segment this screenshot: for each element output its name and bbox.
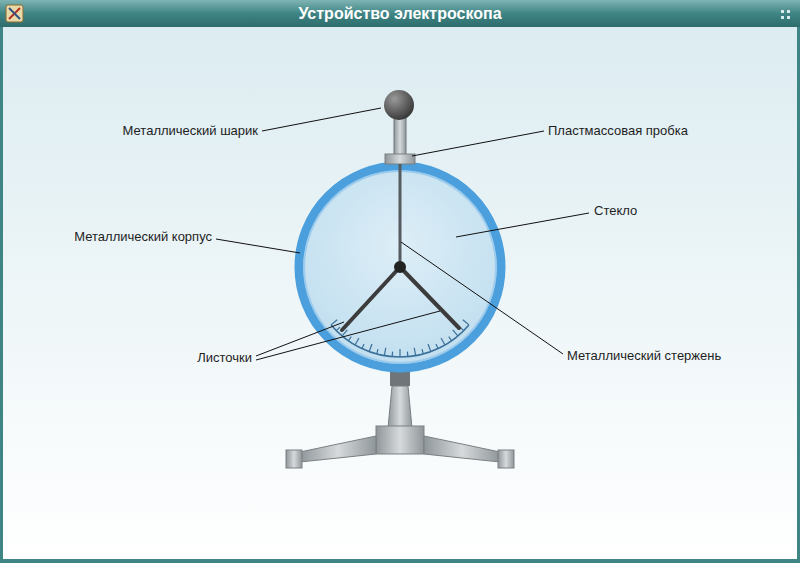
plastic-plug bbox=[385, 154, 415, 164]
leaf bbox=[342, 267, 400, 330]
scale-tick bbox=[441, 338, 445, 345]
scale-tick bbox=[407, 352, 409, 357]
part-label: Металлический стержень bbox=[567, 348, 721, 364]
title: Устройство электроскопа bbox=[298, 5, 501, 23]
scale-tick bbox=[331, 320, 337, 325]
scale-tick bbox=[449, 337, 452, 341]
window-grip bbox=[781, 10, 790, 19]
metal-ball bbox=[384, 90, 414, 120]
scale-tick bbox=[348, 337, 351, 341]
scale-tick bbox=[384, 348, 385, 356]
leader-lines bbox=[216, 108, 589, 360]
scale-tick bbox=[414, 348, 415, 356]
scale-tick bbox=[463, 320, 469, 325]
title-bar bbox=[0, 0, 800, 27]
scale-tick bbox=[355, 338, 359, 345]
scale-tick bbox=[399, 349, 400, 357]
scale-tick bbox=[436, 344, 438, 349]
rod-joint bbox=[394, 261, 406, 273]
scale-tick bbox=[453, 330, 458, 336]
scale-tick bbox=[362, 344, 364, 349]
scale-tick bbox=[336, 327, 340, 331]
scale-tick bbox=[428, 344, 431, 352]
part-label: Пластмассовая пробка bbox=[548, 123, 688, 139]
scale-tick bbox=[422, 349, 423, 354]
part-label: Металлический шарик bbox=[123, 123, 258, 139]
part-label: Металлический корпус bbox=[74, 229, 212, 245]
metal-rod bbox=[399, 164, 402, 267]
scale-tick bbox=[377, 349, 378, 354]
stand bbox=[286, 372, 514, 468]
part-label: Стекло bbox=[594, 203, 637, 219]
panel-ground bbox=[3, 27, 797, 559]
scale-tick bbox=[392, 352, 394, 357]
part-label: Листочки bbox=[197, 350, 252, 366]
window-icon bbox=[6, 5, 23, 22]
scale-tick bbox=[369, 344, 372, 352]
scale bbox=[331, 320, 469, 357]
title-bar-text-holder: Устройство электроскопа bbox=[0, 0, 800, 27]
